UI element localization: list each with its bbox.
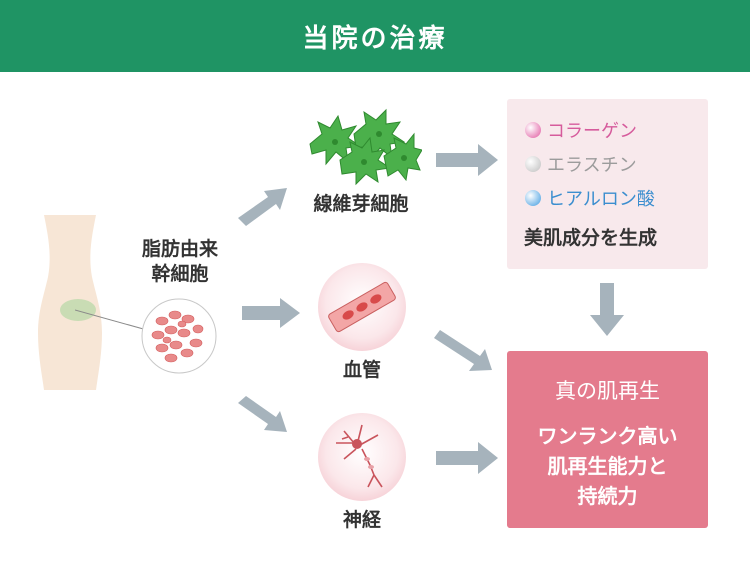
arrow-to-components bbox=[436, 144, 498, 176]
pink-sphere-icon bbox=[525, 122, 541, 138]
component-item-elastin: エラスチン bbox=[525, 151, 637, 177]
fibroblast-label: 線維芽細胞 bbox=[313, 193, 409, 215]
arrow-to-fibroblast bbox=[238, 188, 287, 226]
arrow-to-nerve bbox=[238, 396, 287, 432]
components-caption: 美肌成分を生成 bbox=[524, 227, 658, 249]
nerve-circle bbox=[318, 413, 406, 501]
component-label: エラスチン bbox=[547, 155, 637, 176]
arrow-nerve-to-result bbox=[436, 442, 498, 474]
result-title: 真の肌再生 bbox=[555, 379, 660, 403]
nerve-cell-icon bbox=[336, 424, 383, 488]
skin-components-box: コラーゲン エラスチン ヒアルロン酸 美肌成分を生成 bbox=[507, 99, 708, 269]
nerve-label: 神経 bbox=[342, 509, 381, 531]
white-sphere-icon bbox=[525, 156, 541, 172]
arrow-components-to-result bbox=[590, 283, 624, 336]
fibroblast-cluster-icon bbox=[309, 108, 422, 186]
fat-region bbox=[60, 299, 96, 321]
result-body-line3: 持続力 bbox=[577, 484, 638, 508]
stem-cell-label-line1: 脂肪由来 bbox=[141, 238, 218, 260]
arrow-vessel-to-result bbox=[434, 330, 492, 371]
component-item-collagen: コラーゲン bbox=[525, 117, 637, 143]
body-silhouette-icon bbox=[38, 215, 102, 390]
blood-vessel-circle bbox=[318, 263, 406, 351]
result-body: ワンランク高い 肌再生能力と 持続力 bbox=[507, 421, 708, 511]
result-body-line1: ワンランク高い bbox=[537, 424, 678, 448]
result-box: 真の肌再生 ワンランク高い 肌再生能力と 持続力 bbox=[507, 351, 708, 528]
component-label: ヒアルロン酸 bbox=[547, 189, 655, 210]
component-label: コラーゲン bbox=[547, 121, 637, 142]
component-item-hyaluronic-acid: ヒアルロン酸 bbox=[525, 185, 655, 211]
pointer-line bbox=[75, 309, 148, 331]
blood-vessel-label: 血管 bbox=[342, 359, 381, 381]
header-banner: 当院の治療 bbox=[0, 0, 750, 72]
stem-cell-circle bbox=[141, 298, 217, 374]
blue-sphere-icon bbox=[525, 190, 541, 206]
stem-cell-label: 脂肪由来 幹細胞 bbox=[128, 237, 232, 287]
result-body-line2: 肌再生能力と bbox=[547, 454, 668, 478]
blood-vessel-icon bbox=[328, 281, 396, 333]
arrow-to-blood-vessel bbox=[242, 298, 300, 328]
stem-cell-label-line2: 幹細胞 bbox=[151, 263, 209, 285]
header-title: 当院の治療 bbox=[302, 23, 448, 54]
